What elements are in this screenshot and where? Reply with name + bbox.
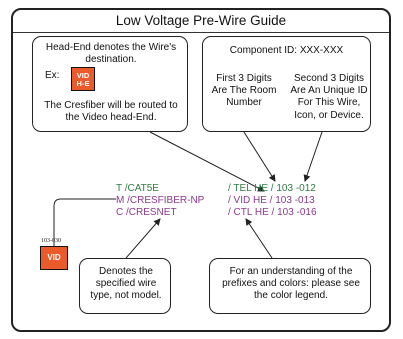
wire-type-cresnet: C /CRESNET [116, 207, 177, 218]
component-id-title: Component ID: XXX-XXX [229, 45, 344, 56]
vid-he-badge: VID H-E [71, 67, 95, 91]
second-digits-text: Second 3 Digits Are An Unique ID For Thi… [290, 73, 368, 121]
wire-type-cresfiber: M /CRESFIBER-NP [116, 195, 205, 206]
wire-type-cat5e: T /CAT5E [116, 183, 159, 194]
device-tag-number: 103-030 [41, 238, 61, 244]
title-divider [13, 32, 389, 33]
first-digits-text: First 3 Digits Are The Room Number [211, 73, 277, 109]
wire-type-callout: Denotes the specified wire type, not mod… [79, 258, 171, 314]
route-text: The Cresfiber will be routed to the Vide… [44, 100, 178, 124]
arrow-room-number [243, 131, 276, 182]
wire-dest-vid: / VID HE / 103 -013 [228, 195, 315, 206]
head-end-callout: Head-End denotes the Wire's destination.… [32, 36, 188, 132]
arrow-legend [245, 218, 273, 259]
wire-line [53, 198, 116, 246]
component-id-callout: Component ID: XXX-XXX First 3 Digits Are… [202, 36, 371, 132]
wire-dest-tel: / TEL HE / 103 -012 [228, 183, 316, 194]
example-label: Ex: [45, 70, 60, 81]
color-legend-callout: For an understanding of the prefixes and… [209, 258, 371, 314]
arrow-head-end [149, 131, 265, 192]
wire-dest-ctl: / CTL HE / 103 -016 [228, 207, 317, 218]
head-end-text: Head-End denotes the Wire's destination. [45, 42, 177, 66]
arrow-wire-type [125, 218, 161, 259]
vid-device-badge: VID [40, 246, 68, 270]
arrow-unique-id [303, 131, 323, 182]
guide-title: Low Voltage Pre-Wire Guide [115, 13, 287, 28]
wire-type-text: Denotes the specified wire type, not mod… [90, 266, 162, 302]
guide-frame: Low Voltage Pre-Wire Guide [11, 8, 391, 332]
color-legend-text: For an understanding of the prefixes and… [222, 266, 360, 302]
